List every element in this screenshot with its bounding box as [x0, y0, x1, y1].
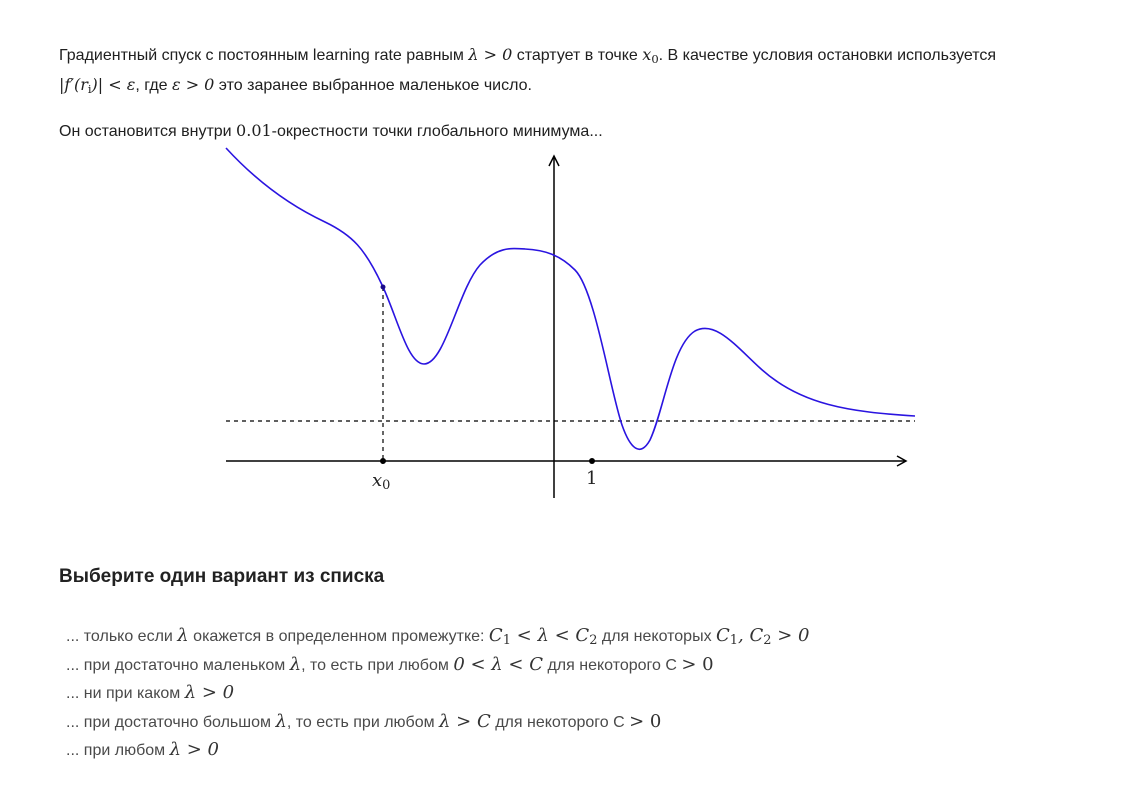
option-interval[interactable]: ... только если λ окажется в определенно…: [66, 624, 810, 653]
math-c-subscript: 2: [763, 633, 772, 649]
math-neighborhood-value: 0.01: [236, 120, 272, 140]
x0-label-text: x: [372, 470, 383, 491]
math-relation: > 0: [681, 653, 714, 675]
option-text: ... при достаточно большом: [66, 713, 276, 731]
math-eps-condition: ε > 0: [172, 74, 215, 94]
y-axis-arrow: [548, 154, 560, 167]
option-text: ... при достаточно маленьком: [66, 656, 290, 674]
problem-text: Он остановится внутри: [59, 122, 237, 140]
math-x0: x0: [642, 45, 659, 66]
math-condition: λ > C: [439, 710, 491, 732]
math-c: C: [749, 625, 764, 646]
function-curve: [225, 147, 916, 451]
math-constants: C1, C2 > 0: [716, 625, 810, 649]
problem-text: Градиентный спуск с постоянным learning …: [59, 47, 469, 64]
math-condition: 0 < λ < C: [453, 653, 543, 675]
math-c: C: [716, 625, 730, 646]
math-stop-part: )| < ε: [91, 74, 136, 94]
problem-text: . В качестве условия остановки используе…: [658, 47, 997, 64]
math-relation: > 0: [629, 710, 662, 732]
option-text: ... только если: [66, 628, 178, 645]
x0-label-subscript: 0: [382, 478, 391, 494]
math-c: C: [488, 625, 503, 646]
math-c-subscript: 1: [729, 633, 739, 649]
math-x-subscript: 0: [651, 51, 659, 66]
math-lambda-condition: λ > 0: [468, 45, 513, 64]
option-text: для некоторых: [597, 628, 717, 645]
option-text: для некоторого C: [543, 656, 682, 674]
option-large-lambda[interactable]: ... при достаточно большом λ, то есть пр…: [66, 710, 810, 739]
math-stop-subscript: i: [87, 81, 92, 96]
option-text: для некоторого C: [490, 713, 630, 731]
math-lambda: λ: [177, 625, 189, 646]
option-text: , то есть при любом: [301, 656, 454, 674]
math-relation: > 0: [771, 625, 810, 646]
problem-paragraph-2: Он остановится внутри 0.01-окрестности т…: [59, 118, 1079, 144]
problem-text: это заранее выбранное маленькое число.: [214, 76, 532, 94]
x-axis-arrow: [896, 455, 908, 467]
option-text: ... при любом: [66, 742, 170, 759]
math-condition: λ > 0: [169, 739, 219, 760]
math-relation: < λ <: [510, 625, 576, 646]
option-any-lambda[interactable]: ... при любом λ > 0: [66, 738, 810, 767]
tick-1-label: 1: [586, 468, 598, 489]
option-never[interactable]: ... ни при каком λ > 0: [66, 681, 810, 710]
tick-1-marker: [589, 458, 595, 464]
option-small-lambda[interactable]: ... при достаточно маленьком λ, то есть …: [66, 653, 810, 682]
math-stop-part: |f′(r: [59, 74, 88, 94]
math-c-subscript: 2: [589, 633, 598, 649]
problem-paragraph-1: Градиентный спуск с постоянным learning …: [59, 42, 1079, 102]
math-condition: λ > 0: [184, 682, 235, 703]
problem-statement: Градиентный спуск с постоянным learning …: [59, 42, 1079, 144]
start-point-marker: [380, 284, 386, 290]
math-lambda: λ: [275, 710, 287, 732]
problem-text: , где: [135, 76, 173, 94]
math-x: x: [642, 45, 652, 64]
math-stop-condition: |f′(ri)| < ε: [59, 74, 136, 96]
option-text: , то есть при любом: [286, 713, 440, 731]
x0-label: x0: [372, 470, 390, 493]
math-comma: ,: [738, 625, 750, 646]
math-c: C: [575, 625, 590, 646]
math-c-subscript: 1: [502, 633, 511, 649]
x0-tick-marker: [380, 458, 386, 464]
problem-text: стартует в точке: [512, 47, 643, 64]
problem-text: -окрестности точки глобального минимума.…: [271, 122, 603, 140]
math-lambda: λ: [289, 653, 302, 675]
math-interval: C1 < λ < C2: [488, 625, 598, 649]
question-title: Выберите один вариант из списка: [59, 566, 385, 587]
option-text: ... ни при каком: [66, 685, 185, 702]
option-text: окажется в определенном промежутке:: [188, 628, 489, 645]
answer-options: ... только если λ окажется в определенно…: [66, 624, 810, 767]
